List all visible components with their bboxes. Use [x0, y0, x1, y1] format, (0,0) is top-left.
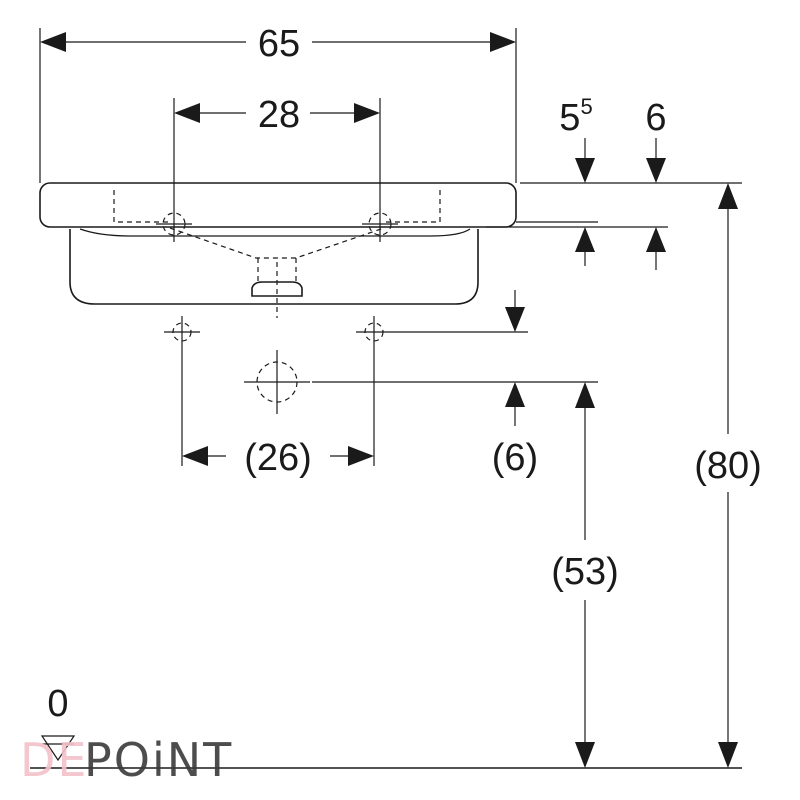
- dim-fixing-offset: (6): [492, 437, 538, 479]
- waste-outlet: [251, 281, 303, 297]
- watermark-brand-dark: POiNT: [84, 733, 233, 787]
- rim-hidden-left: [113, 190, 170, 223]
- basin-rim: [39, 182, 517, 228]
- dim-rim-height: (80): [694, 445, 762, 487]
- drain-body: [257, 258, 297, 284]
- tap-hole-right-icon: [362, 206, 398, 242]
- dim-tap-hole-spacing: 28: [258, 94, 300, 136]
- tap-hole-left-icon: [156, 206, 192, 242]
- floor-level-triangle-icon: [40, 735, 76, 762]
- basin-bowl: [69, 229, 479, 305]
- dim-rim-thickness-b: 6: [645, 97, 666, 139]
- dim-fixing-spacing: (26): [244, 437, 312, 479]
- fixing-point-right-icon: [356, 316, 392, 350]
- watermark-logo: DE POiNT: [20, 733, 233, 787]
- floor-level-label: 0: [47, 683, 68, 725]
- rim-hidden-right: [384, 190, 441, 223]
- dim-waste-height: (53): [551, 551, 619, 593]
- waste-connection-icon: [244, 350, 310, 414]
- drain-slope: [169, 227, 385, 259]
- dim-overall-width: 65: [258, 23, 300, 65]
- dim-rim-thickness-a: 55: [559, 94, 592, 139]
- fixing-point-left-icon: [164, 316, 200, 350]
- bowl-inner-line: [79, 228, 471, 237]
- watermark-brand-pink: DE: [20, 733, 89, 787]
